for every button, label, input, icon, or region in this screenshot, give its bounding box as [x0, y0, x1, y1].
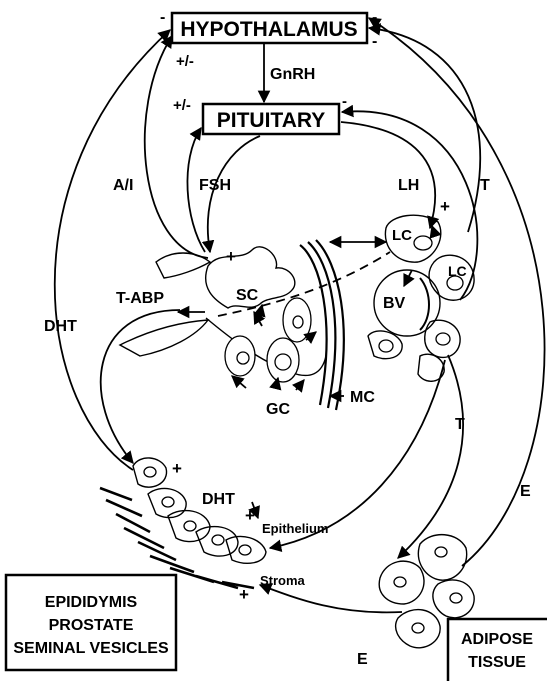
organ-label-seminal-vesicles: SEMINAL VESICLES [13, 640, 169, 657]
e-to-stroma-arrow [260, 585, 402, 612]
hypothalamus-label: HYPOTHALAMUS [180, 18, 357, 41]
sign-hyp-left: - [160, 9, 165, 26]
lc-to-bv-arrow [404, 270, 412, 286]
target-organs-box: EPIDIDYMIS PROSTATE SEMINAL VESICLES [6, 575, 176, 670]
e-feedback-hypothalamus [369, 18, 545, 566]
sign-pm-pit: +/- [173, 97, 191, 114]
epithelial-nucleus-4 [212, 535, 224, 545]
spermatid-lower [120, 320, 208, 356]
bv-label: BV [383, 295, 406, 312]
adipocyte-nucleus-2 [435, 547, 447, 557]
leydig-nucleus-top [414, 236, 432, 250]
gc-arrow-1 [232, 376, 246, 388]
stroma-label: Stroma [260, 573, 306, 588]
adipose-label-2: TISSUE [468, 654, 526, 671]
adipose-label-1: ADIPOSE [461, 631, 533, 648]
epithelium-label: Epithelium [262, 521, 328, 536]
dht-left-label: DHT [44, 318, 77, 335]
germ-cells [225, 298, 311, 382]
interstitial-nucleus-2 [436, 333, 450, 345]
sign-hyp-right-bottom: - [372, 33, 377, 50]
e-bottom-label: E [357, 651, 368, 668]
sign-plus-dht: + [245, 506, 255, 525]
lh-label: LH [398, 177, 419, 194]
adipocyte-nucleus-1 [394, 577, 406, 587]
interstitial-cell-3 [418, 354, 444, 381]
sign-plus-organ-top: + [172, 459, 182, 478]
sc-label: SC [236, 287, 259, 304]
pituitary-label: PITUITARY [217, 109, 326, 132]
sign-plus-sc: + [226, 247, 236, 266]
sc-interface-arrow-2 [254, 312, 262, 326]
interstitial-nucleus-1 [379, 340, 393, 352]
sign-hyp-right-top: - [372, 9, 377, 26]
fsh-label: FSH [199, 177, 231, 194]
dht-feedback-arrow [55, 30, 170, 470]
lh-arrow [341, 122, 435, 228]
sign-pm-hyp: +/- [176, 53, 194, 70]
gnrh-label: GnRH [270, 66, 315, 83]
lc-internal-arrow [432, 226, 434, 232]
hypothalamus-box: HYPOTHALAMUS [172, 13, 367, 43]
lc-top-label: LC [392, 227, 412, 244]
adipose-box: ADIPOSE TISSUE [448, 619, 547, 681]
e-right-label: E [520, 483, 531, 500]
tabp-to-organ-arrow [101, 310, 180, 463]
organ-label-prostate: PROSTATE [49, 617, 134, 634]
lc-right-label: LC [448, 263, 467, 279]
organ-epithelium [100, 458, 266, 588]
pituitary-box: PITUITARY [203, 104, 339, 134]
epithelial-nucleus-5 [239, 545, 251, 555]
tabp-label: T-ABP [116, 290, 164, 307]
epithelial-nucleus-1 [144, 467, 156, 477]
spermatid-upper [156, 253, 210, 278]
blood-vessel-wall [420, 278, 429, 330]
sign-plus-lh: + [440, 197, 450, 216]
sign-pit-right: - [342, 93, 347, 110]
dht-organ-label: DHT [202, 491, 235, 508]
adipocyte-nucleus-4 [412, 623, 424, 633]
fsh-arrow [208, 136, 260, 252]
organ-label-epididymis: EPIDIDYMIS [45, 594, 138, 611]
t-to-adipose-arrow [398, 355, 463, 558]
sign-plus-stroma: + [239, 585, 249, 604]
mc-label: MC [350, 389, 375, 406]
gc-label: GC [266, 401, 290, 418]
epithelial-nucleus-3 [184, 521, 196, 531]
t-right-label: T [480, 177, 490, 194]
ai-label: A/I [113, 177, 133, 194]
gc-arrow-3 [296, 380, 304, 390]
epithelial-nucleus-2 [162, 497, 174, 507]
t-middle-label: T [455, 416, 465, 433]
adipocyte-nucleus-3 [450, 593, 462, 603]
